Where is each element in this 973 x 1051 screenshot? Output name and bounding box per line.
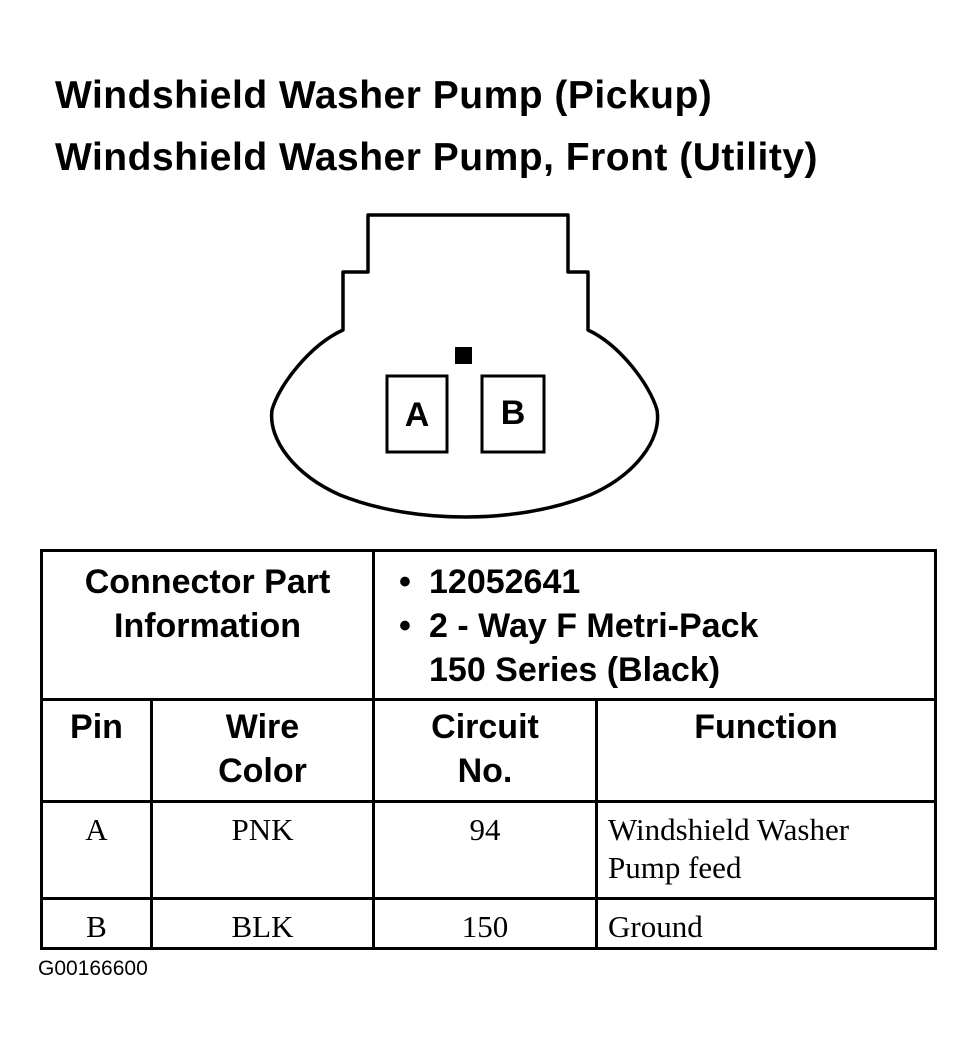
cell-pin: A <box>40 800 153 900</box>
connector-type-line: 150 Series (Black) <box>429 651 721 689</box>
header-circuit-no: Circuit No. <box>372 698 598 803</box>
header-pin: Pin <box>40 698 153 803</box>
pin-cavity-b <box>480 374 546 454</box>
cell-wire-color: PNK <box>150 800 375 900</box>
part-number: 12052641 <box>429 563 581 601</box>
cell-function-line: Pump feed <box>608 850 742 885</box>
cell-function: Windshield Washer Pump feed <box>595 800 937 900</box>
header-function: Function <box>595 698 937 803</box>
diagram-title-pickup: Windshield Washer Pump (Pickup) <box>55 74 713 117</box>
table-row: A PNK 94 Windshield Washer Pump feed <box>40 800 937 900</box>
header-circuit-no-line: No. <box>457 752 513 790</box>
connector-type-line: 2 - Way F Metri-Pack <box>429 607 759 645</box>
connector-face-diagram: A B <box>269 213 660 519</box>
cell-function-line: Windshield Washer <box>608 812 850 847</box>
part-info-label-line: Information <box>114 607 301 645</box>
cell-circuit-no: 150 <box>372 897 598 950</box>
figure-code: G00166600 <box>38 957 148 980</box>
header-wire-color-line: Wire <box>225 708 300 746</box>
cell-function-line: Ground <box>608 909 703 944</box>
part-info-values-cell: • 12052641 • 2 - Way F Metri-Pack 150 Se… <box>372 549 937 701</box>
connector-housing-outline <box>269 213 660 519</box>
pin-label-a: A <box>405 396 430 434</box>
diagram-title-utility: Windshield Washer Pump, Front (Utility) <box>55 136 819 179</box>
cell-pin: B <box>40 897 153 950</box>
pin-cavity-a <box>385 374 449 454</box>
connector-type-item: • 2 - Way F Metri-Pack 150 Series (Black… <box>399 604 934 692</box>
cell-circuit-no: 94 <box>372 800 598 900</box>
cell-function: Ground <box>595 897 937 950</box>
table-row: B BLK 150 Ground <box>40 897 937 950</box>
part-info-label-cell: Connector Part Information <box>40 549 375 701</box>
header-wire-color: Wire Color <box>150 698 375 803</box>
cell-wire-color: BLK <box>150 897 375 950</box>
connector-info-table: Connector Part Information • 12052641 • … <box>40 549 937 950</box>
bullet-icon: • <box>399 607 411 645</box>
header-pin-text: Pin <box>70 708 123 746</box>
part-info-row: Connector Part Information • 12052641 • … <box>40 549 937 701</box>
header-wire-color-line: Color <box>218 752 307 790</box>
header-function-text: Function <box>694 708 838 746</box>
part-info-label-line: Connector Part <box>84 563 331 601</box>
header-circuit-no-line: Circuit <box>431 708 539 746</box>
bullet-icon: • <box>399 563 411 601</box>
column-header-row: Pin Wire Color Circuit No. Function <box>40 698 937 803</box>
polarization-key-mark <box>455 347 472 364</box>
part-number-item: • 12052641 <box>399 560 934 604</box>
pin-label-b: B <box>501 394 526 432</box>
